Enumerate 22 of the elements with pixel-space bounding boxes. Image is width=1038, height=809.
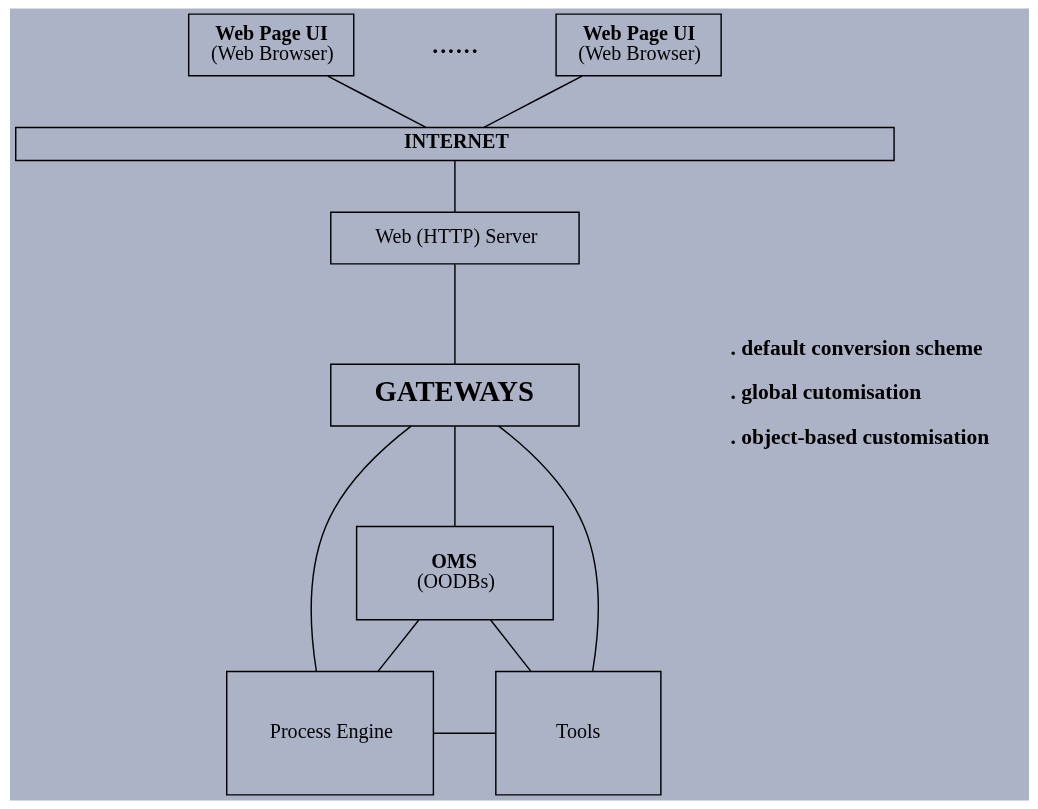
node-box: Web Page UI (Web Browser): [554, 13, 722, 77]
connector: [453, 160, 456, 213]
connector: [310, 425, 412, 672]
connector: [326, 75, 427, 129]
connector: [482, 75, 583, 129]
connector: [489, 619, 531, 672]
connector: [376, 619, 420, 672]
node-box: Process Engine: [225, 670, 434, 796]
node-box: Web (HTTP) Server: [329, 211, 580, 265]
node-box: Tools: [494, 670, 662, 796]
node-box: GATEWAYS: [329, 363, 580, 427]
node-box: OMS (OODBs): [355, 525, 554, 621]
connector: [453, 263, 456, 365]
node-box: INTERNET: [14, 126, 895, 162]
connector: [497, 425, 599, 672]
label: ......: [430, 25, 479, 61]
label: . global cutomisation: [729, 380, 921, 405]
label: . object-based customisation: [729, 424, 989, 449]
label: . default conversion scheme: [729, 335, 983, 360]
node-box: Web Page UI (Web Browser): [187, 13, 354, 77]
connector: [432, 732, 496, 734]
connector: [453, 425, 456, 527]
